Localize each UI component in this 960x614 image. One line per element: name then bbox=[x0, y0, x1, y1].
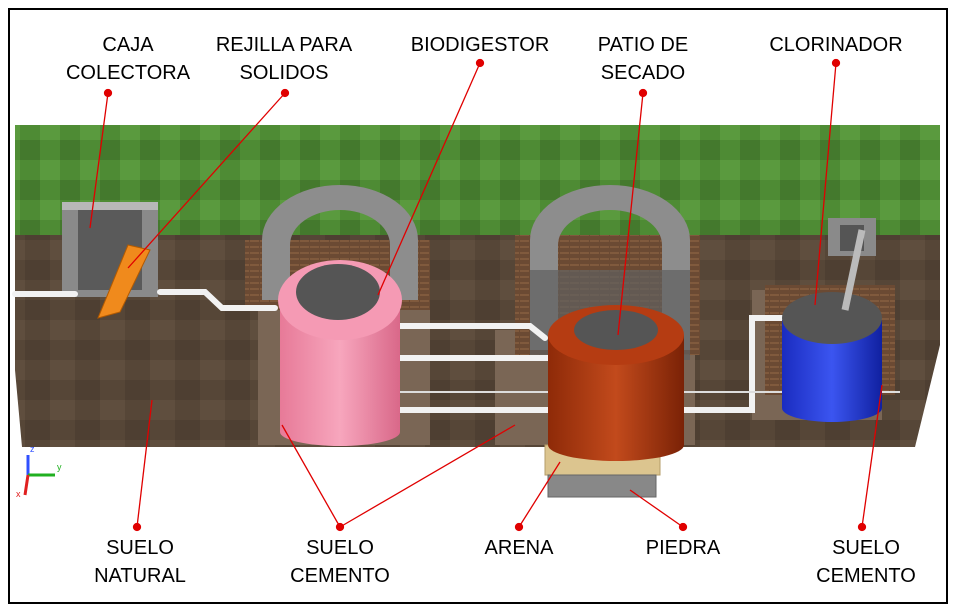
label-suelo-natural: SUELO NATURAL bbox=[94, 537, 186, 587]
label-suelo-cemento-1: SUELO CEMENTO bbox=[290, 537, 390, 587]
label-rejilla: REJILLA PARA SOLIDOS bbox=[215, 34, 353, 84]
axis-z-label: z bbox=[30, 444, 35, 454]
label-clorinador: CLORINADOR bbox=[769, 34, 903, 56]
axis-triad-icon: z y x bbox=[16, 444, 62, 499]
leader-lines bbox=[89, 58, 883, 532]
axis-y-label: y bbox=[57, 462, 62, 472]
label-piedra: PIEDRA bbox=[645, 537, 721, 559]
label-caja-colectora: CAJA COLECTORA bbox=[65, 34, 191, 84]
diagram-frame bbox=[8, 8, 948, 604]
label-arena: ARENA bbox=[484, 537, 554, 559]
label-biodigestor: BIODIGESTOR bbox=[410, 34, 550, 56]
piedra-block bbox=[547, 474, 657, 498]
secado-tank bbox=[548, 305, 684, 461]
clorinador-tank bbox=[782, 229, 882, 422]
label-suelo-cemento-2: SUELO CEMENTO bbox=[816, 537, 916, 587]
biodigestor-tank bbox=[278, 260, 402, 446]
grass-surface bbox=[15, 125, 940, 235]
label-patio-secado: PATIO DE SECADO bbox=[597, 34, 689, 84]
axis-x-label: x bbox=[16, 489, 21, 499]
rejilla-solidos bbox=[97, 244, 151, 319]
